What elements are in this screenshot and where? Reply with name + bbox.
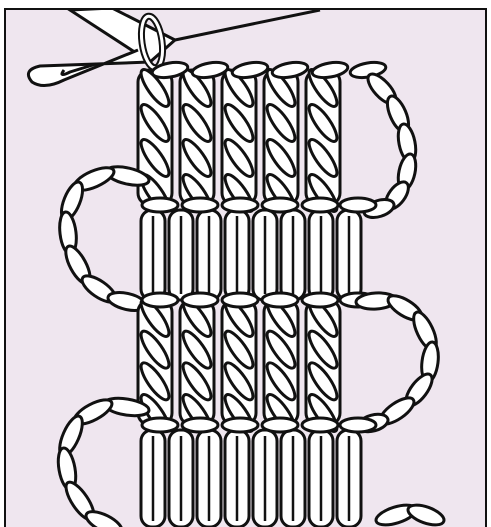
hook-tip — [28, 50, 150, 86]
stitch-block-tall-1 — [137, 66, 342, 215]
chain-link — [302, 293, 338, 307]
turning-chain-right-2 — [356, 291, 441, 435]
chain-link — [311, 60, 349, 80]
stitch-block-tall-2 — [137, 296, 342, 435]
chain-link — [340, 418, 376, 432]
chain-link — [262, 198, 298, 212]
chain-link — [142, 198, 178, 212]
turning-chain-left-2 — [55, 395, 150, 527]
turning-chain-right-3 — [374, 501, 447, 527]
chain-link — [182, 198, 218, 212]
chain-link — [222, 198, 258, 212]
chain-link — [340, 198, 376, 212]
chain-link — [142, 293, 178, 307]
chain-link — [262, 293, 298, 307]
chain-link — [231, 60, 269, 80]
chain-link — [222, 418, 258, 432]
stitch-block-short-2 — [141, 430, 361, 527]
chain-link — [182, 293, 218, 307]
chain-link — [182, 418, 218, 432]
turning-chain-right-1 — [362, 70, 419, 221]
chain-link — [222, 293, 258, 307]
chain-link — [302, 418, 338, 432]
chain-link — [262, 418, 298, 432]
chain-link — [302, 198, 338, 212]
hook-shaft-edge — [175, 10, 320, 40]
turning-chain-left-1 — [57, 163, 151, 314]
chain-link — [142, 418, 178, 432]
chain-link — [271, 60, 309, 80]
chain-link — [406, 501, 447, 527]
stitch-block-short-1 — [141, 210, 361, 300]
